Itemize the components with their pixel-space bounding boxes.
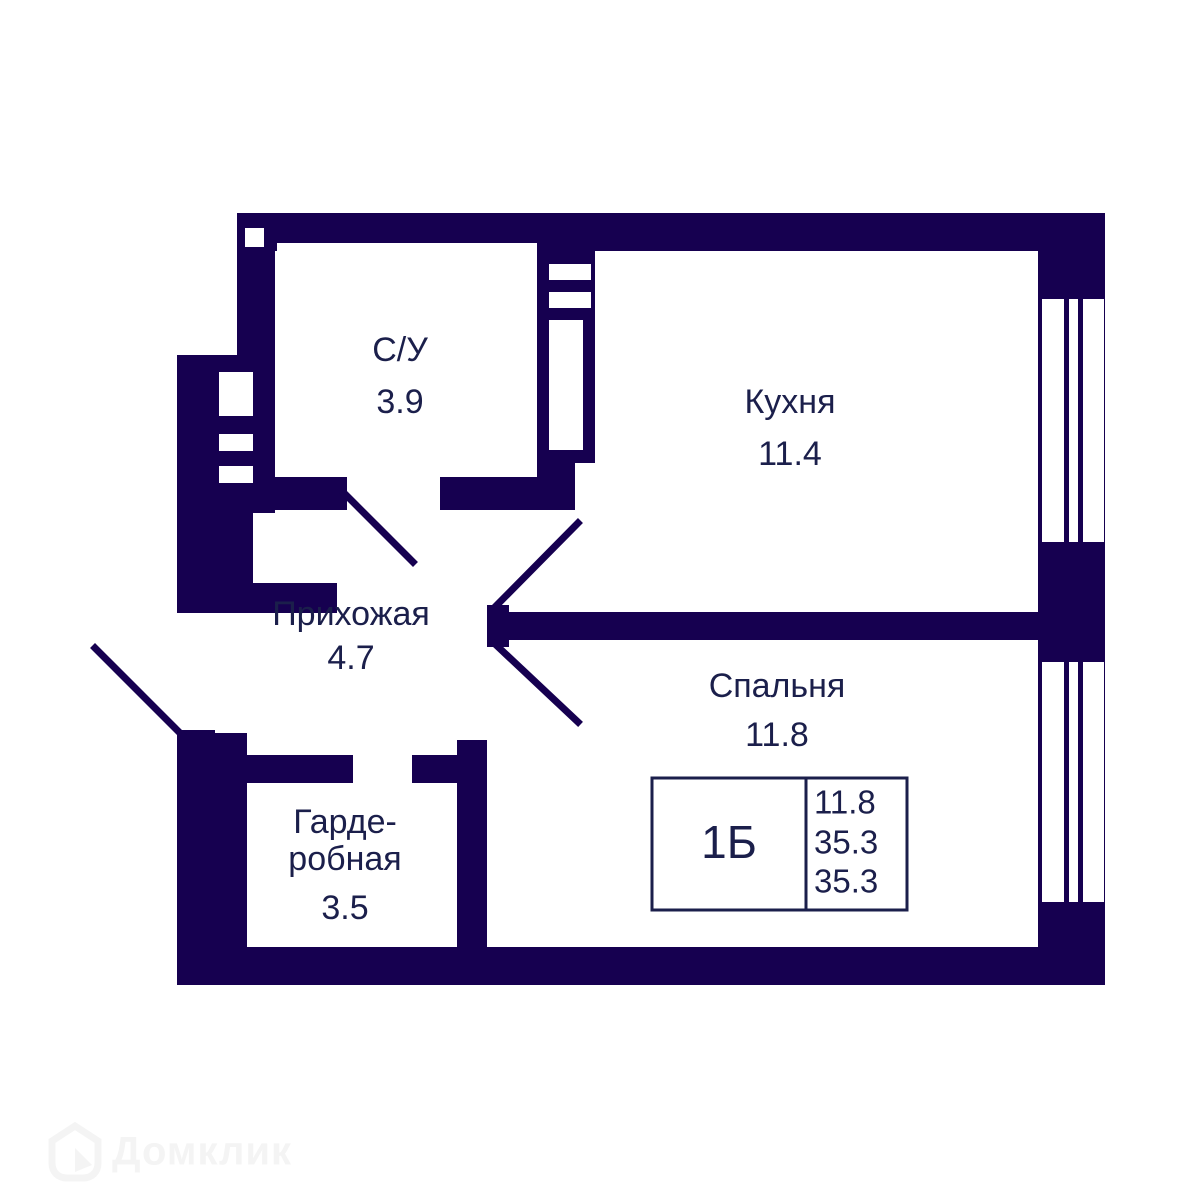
- room-label-hallway: Прихожая: [272, 595, 430, 633]
- window-bedroom-pane-3: [1083, 662, 1104, 902]
- room-label-bathroom: С/У: [372, 331, 428, 369]
- house-logo-icon: [48, 1121, 102, 1182]
- room-area-wardrobe: 3.5: [321, 889, 368, 927]
- room-label-kitchen: Кухня: [745, 383, 836, 421]
- room-label-wardrobe-line2: робная: [288, 840, 401, 878]
- room-area-bathroom: 3.9: [376, 383, 423, 421]
- riser-marker-square: [245, 228, 264, 247]
- window-bedroom-pane-1: [1042, 662, 1064, 902]
- wall-bottom-outer: [177, 947, 1105, 985]
- wall-wardrobe-top-left: [215, 755, 353, 783]
- wall-kitchen-bedroom-divider: [487, 612, 1047, 640]
- door-group: [90, 488, 583, 740]
- room-label-bedroom: Спальня: [709, 667, 846, 705]
- window-kitchen-pane-3: [1083, 299, 1104, 542]
- vent-slot-shaft-1: [549, 264, 591, 280]
- wall-divider-stub: [487, 605, 509, 647]
- vent-slot-group: [219, 228, 591, 483]
- door-swing-kitchen: [490, 518, 583, 612]
- wall-hall-left-vertical: [237, 213, 275, 513]
- info-value-total-area: 35.3: [814, 824, 878, 861]
- vent-slot-entry-1: [219, 372, 253, 416]
- watermark-brand-text: Домклик: [112, 1130, 292, 1174]
- info-apartment-type: 1Б: [701, 816, 757, 868]
- window-group: [1042, 299, 1104, 902]
- apartment-info-box: 1Б 11.8 35.3 35.3: [650, 776, 909, 912]
- wall-left-lower: [177, 730, 215, 985]
- vent-slot-entry-3: [219, 466, 253, 483]
- wall-bathroom-bottom-right: [440, 477, 575, 510]
- info-value-living-area: 35.3: [814, 863, 878, 900]
- window-kitchen-pane-2: [1069, 299, 1078, 542]
- door-swing-bathroom: [339, 488, 418, 567]
- wall-left-upper: [177, 355, 215, 613]
- window-kitchen-pane-1: [1042, 299, 1064, 542]
- info-value-room-area: 11.8: [814, 784, 876, 821]
- info-box-frame: [650, 776, 909, 912]
- vent-slot-entry-2: [219, 434, 253, 451]
- room-area-hallway: 4.7: [327, 639, 374, 677]
- wall-left-niche-bottom: [177, 583, 337, 613]
- wall-bathroom-bottom-left: [237, 477, 347, 510]
- room-area-kitchen: 11.4: [758, 435, 822, 473]
- wall-wardrobe-right: [457, 740, 487, 955]
- watermark-group: Домклик: [48, 1121, 292, 1182]
- door-swing-entrance: [90, 643, 187, 740]
- vent-slot-bathroom-top: [277, 243, 537, 252]
- door-swing-bedroom: [490, 639, 583, 727]
- vent-slot-shaft-3: [549, 320, 583, 450]
- room-labels-group: С/У 3.9 Кухня 11.4 Прихожая 4.7 Спальня …: [272, 331, 845, 927]
- room-label-wardrobe-line1: Гарде-: [293, 803, 397, 841]
- house-logo-swoosh-icon: [75, 1148, 92, 1172]
- window-bedroom-pane-2: [1069, 662, 1078, 902]
- vent-slot-shaft-2: [549, 292, 591, 308]
- room-area-bedroom: 11.8: [745, 716, 809, 754]
